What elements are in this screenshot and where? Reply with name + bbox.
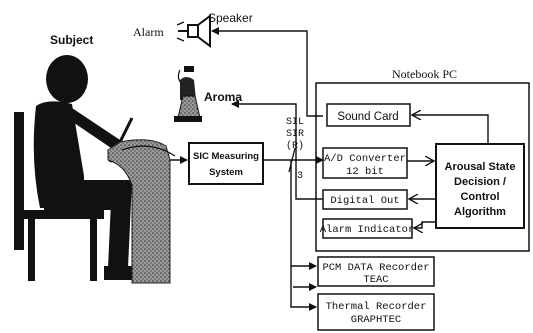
thermal-recorder-label-line2: GRAPHTEC [351,314,401,326]
arousal-label-line3: Control [460,191,499,203]
pcm-recorder-label-line2: TEAC [363,274,388,286]
aroma-label: Aroma [204,90,242,104]
ad-converter-label-line1: A/D Converter [324,153,406,165]
arousal-label-line4: Algorithm [454,206,506,218]
subject-figure [14,55,175,283]
recorder-bus-wire [291,160,316,307]
alarm-indicator-label: Alarm Indicator [320,224,415,236]
thermal-recorder-label-line1: Thermal Recorder [326,301,427,313]
speaker-label: Speaker [208,11,253,25]
sic-label-line2: System [209,167,243,178]
arousal-label-line2: Decision / [454,176,506,188]
signal-label-sir: SIR [286,129,304,140]
pcm-recorder-label-line1: PCM DATA Recorder [322,262,429,274]
digital-out-label: Digital Out [330,195,399,207]
speaker-icon [177,16,210,46]
signal-label-r: (R) [286,140,304,152]
arousal-to-alarm-indicator-arrow [414,222,436,228]
arousal-to-sound-card-arrow [412,115,488,144]
ad-converter-label-line2: 12 bit [346,166,384,178]
arousal-label-line1: Arousal State [445,161,516,173]
signal-label-sil: SIL [286,117,304,128]
channel-count-label: 3 [297,171,303,182]
aroma-device-icon [174,66,202,122]
alarm-label: Alarm [133,25,164,39]
sound-card-label: Sound Card [337,111,398,123]
sic-label-line1: SIC Measuring [193,151,259,162]
subject-label: Subject [50,33,93,47]
notebook-pc-label: Notebook PC [392,67,457,81]
